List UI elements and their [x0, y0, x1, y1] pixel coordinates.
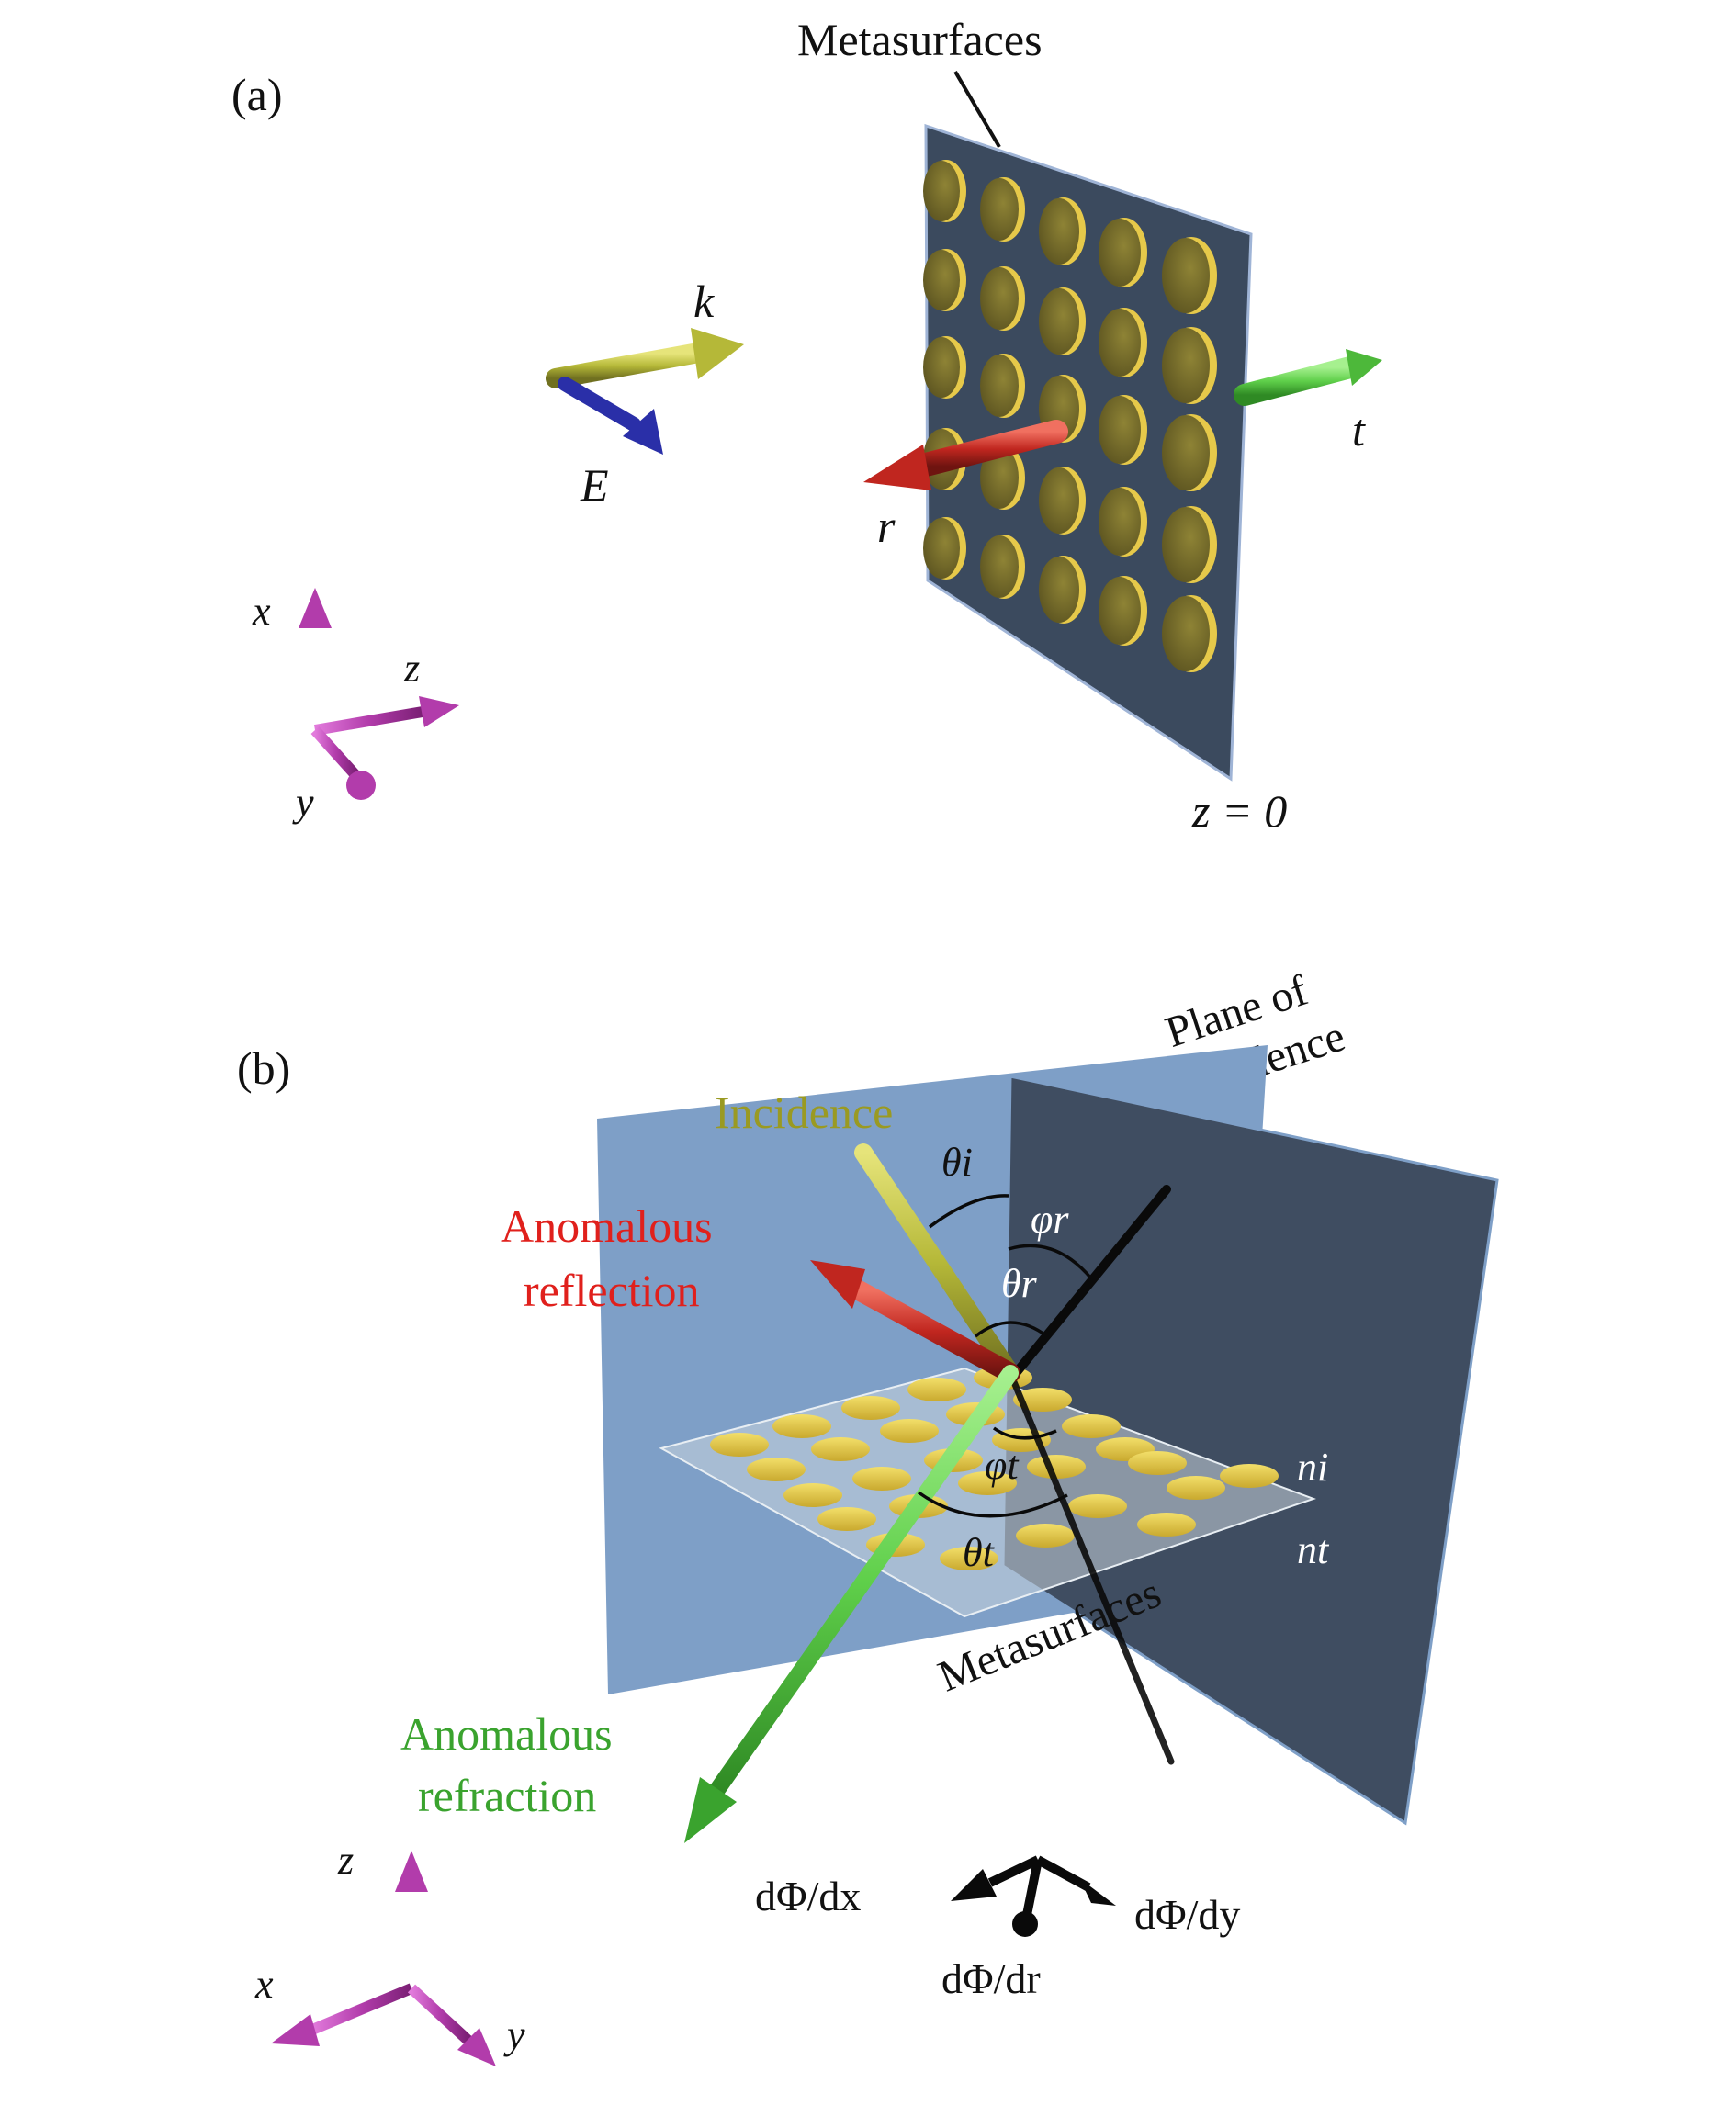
incidence-label: Incidence: [715, 1086, 893, 1138]
E-label: E: [580, 459, 609, 511]
axis-b-z-label: z: [337, 1838, 354, 1883]
r-arrow-head: [863, 420, 1068, 490]
incidence-beam: [854, 1143, 1020, 1382]
angle-arcs: [917, 1194, 1093, 1518]
panel-a-label: (a): [231, 69, 283, 120]
axis-triad-a: x z y: [252, 588, 459, 825]
k-arrow: [546, 328, 744, 388]
phi-r-label: φr: [1031, 1197, 1069, 1242]
grad-y-label: dΦ/dy: [1134, 1891, 1240, 1938]
axis-a-y-label: y: [292, 780, 314, 825]
t-label: t: [1352, 404, 1366, 456]
t-arrow: [1234, 349, 1382, 406]
refl-label-2: reflection: [524, 1265, 700, 1316]
metasurface-disk-array: [923, 160, 1217, 672]
surface-normal: [1008, 1185, 1175, 1765]
theta-i-label: θi: [941, 1140, 973, 1185]
k-label: k: [693, 276, 715, 327]
axis-b-x-label: x: [254, 1962, 274, 2007]
axis-a-x-label: x: [252, 589, 271, 634]
phase-gradient-glyph: [951, 1855, 1116, 1937]
refr-label-1: Anomalous: [400, 1708, 613, 1760]
grad-r-label: dΦ/dr: [941, 1955, 1041, 2002]
axis-b-y-label: y: [503, 2012, 525, 2057]
n-t-label: nt: [1297, 1527, 1330, 1572]
axis-triad-b: z x y: [254, 1838, 525, 2066]
axis-a-z-label: z: [403, 646, 420, 691]
metasurface-label-a: Metasurfaces: [797, 14, 1043, 65]
panel-b: (b) Plane of incidence: [237, 966, 1499, 2066]
refr-label-2: refraction: [418, 1770, 596, 1821]
grad-x-label: dΦ/dx: [755, 1873, 861, 1919]
n-i-label: ni: [1297, 1445, 1328, 1490]
theta-r-label: θr: [1001, 1261, 1038, 1306]
panel-b-label: (b): [237, 1042, 290, 1094]
phi-t-label: φt: [985, 1443, 1020, 1488]
theta-t-label: θt: [963, 1530, 996, 1575]
panel-a: (a) Metasurfaces: [231, 14, 1382, 837]
refl-label-1: Anomalous: [501, 1200, 713, 1252]
r-label: r: [877, 501, 896, 552]
E-arrow: [558, 377, 663, 455]
z0-label: z = 0: [1191, 785, 1287, 837]
reflection-beam: [810, 1260, 1020, 1383]
metasurface-pointer-a: [953, 70, 1001, 149]
metasurface-panel-a: [923, 123, 1253, 782]
refraction-beam: [684, 1365, 1019, 1843]
